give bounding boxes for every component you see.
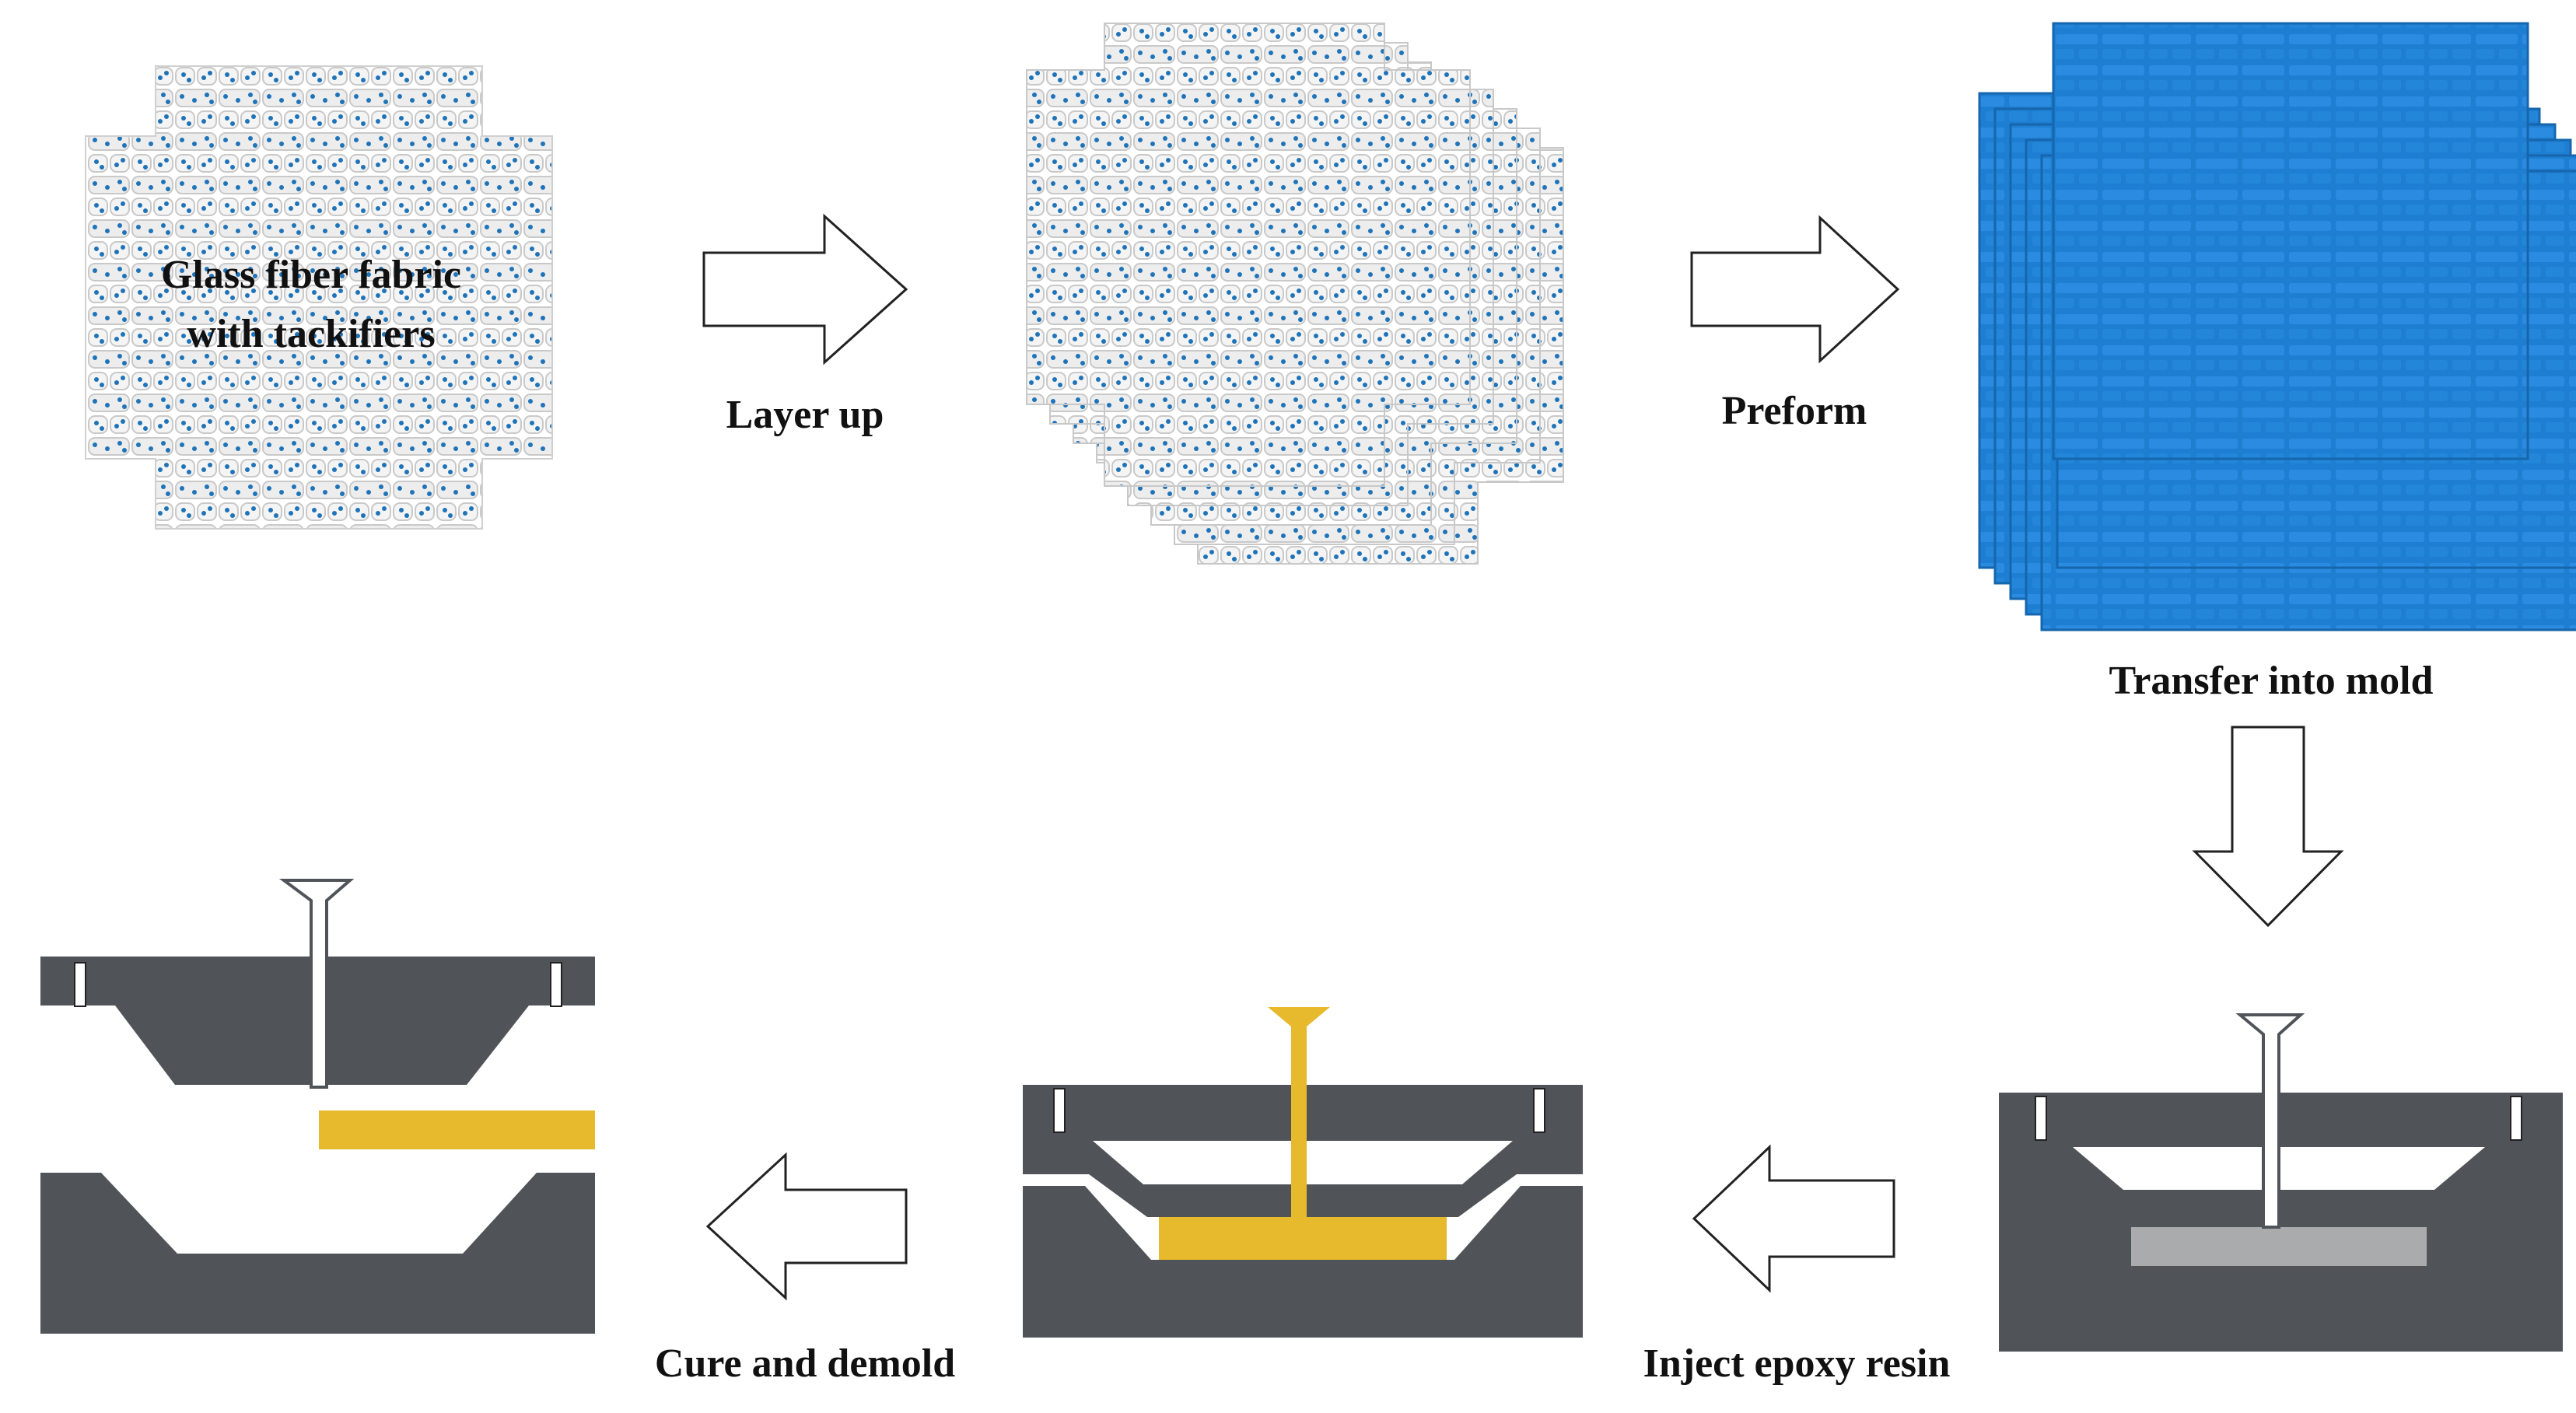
label-inject: Inject epoxy resin <box>1643 1341 1951 1386</box>
mold-with-preform <box>1999 1013 2563 1352</box>
stacked-fabric-plies <box>1026 23 1564 565</box>
mold-with-resin <box>1023 1007 1583 1338</box>
fabric-label-line1: Glass fiber fabric <box>161 253 461 297</box>
label-cure: Cure and demold <box>655 1341 955 1386</box>
step-arrow-icon <box>702 213 908 365</box>
fabric-label-line2: with tackifiers <box>187 312 435 356</box>
down-arrow-icon <box>2192 726 2344 928</box>
step-arrow-icon <box>1690 215 1900 364</box>
demolded-part <box>40 879 595 1334</box>
label-preform: Preform <box>1722 389 1867 433</box>
label-transfer: Transfer into mold <box>2109 659 2434 703</box>
step-arrow-icon <box>705 1152 908 1301</box>
label-layer-up: Layer up <box>726 393 884 437</box>
glass-fiber-fabric <box>85 65 553 530</box>
preform-stack <box>1978 22 2576 631</box>
step-arrow-icon <box>1692 1144 1895 1293</box>
